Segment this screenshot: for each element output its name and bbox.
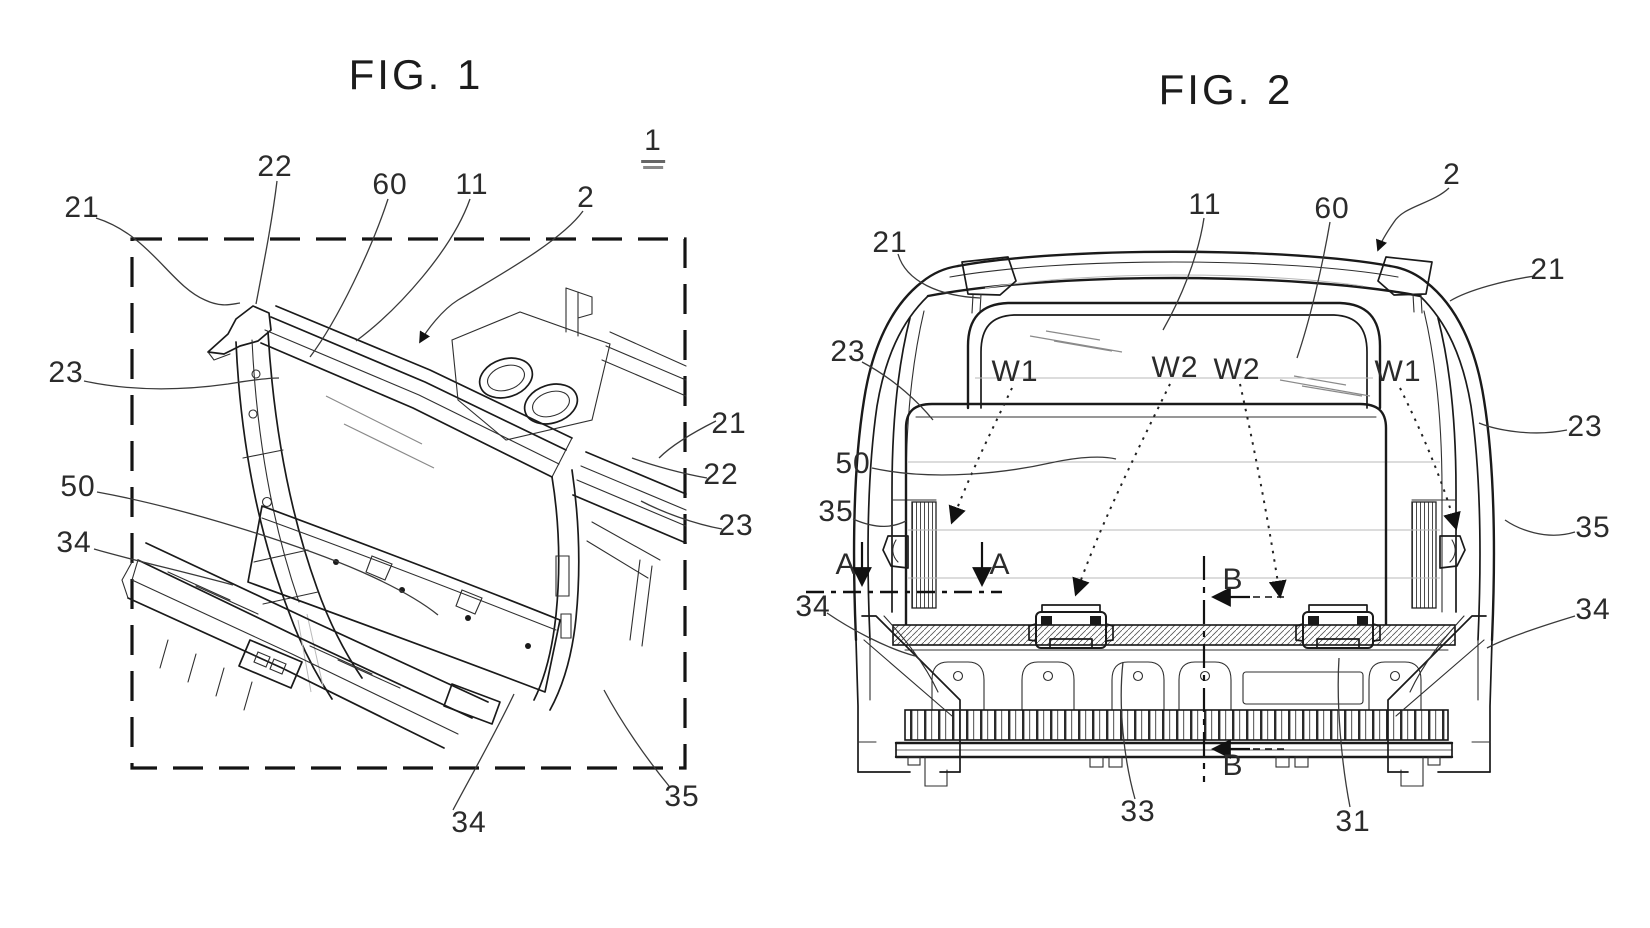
fig2-ref-50: 50 [835, 447, 871, 480]
fig1-leader-lines [83, 180, 723, 811]
fig2-section-a-right: A [989, 548, 1011, 581]
fig2-section-b-top: B [1222, 563, 1244, 596]
fig2-section-a-left: A [835, 548, 857, 581]
fig1-drawing [83, 180, 723, 811]
fig2-ref-21-left: 21 [872, 226, 908, 259]
fig1-ref-21-topleft: 21 [64, 191, 100, 224]
fig2-ref-31: 31 [1335, 805, 1371, 838]
fig2-ref-w1-right: W1 [1374, 355, 1422, 388]
fig2-leader-lines [826, 187, 1576, 808]
fig1-ref-60-top: 60 [372, 168, 408, 201]
fig2-mount-feet [907, 756, 1441, 787]
fig2-mounting-clamps [1028, 604, 1381, 649]
fig2-ref-33: 33 [1120, 795, 1156, 828]
fig2-ref-2: 2 [1443, 158, 1461, 191]
assembly-underline-1 [641, 160, 665, 163]
fig2-ref-23-left: 23 [830, 335, 866, 368]
fig1-ref-50-left: 50 [60, 470, 96, 503]
fig2-ref-21-right: 21 [1530, 253, 1566, 286]
fig1-ref-2-top: 2 [577, 181, 595, 214]
fig2-section-b-bottom: B [1222, 749, 1244, 782]
fig1-title: FIG. 1 [348, 51, 484, 98]
fig2-wheel-arch-left [855, 615, 961, 773]
fig2-back-panel [904, 402, 1388, 627]
fig1-ref-34-bottom: 34 [451, 806, 487, 839]
fig2-corner-pillars [882, 310, 1466, 613]
fig1-rear-pillar [533, 469, 580, 711]
fig2-drawing [806, 187, 1576, 808]
fig1-floor-structure [121, 542, 501, 749]
fig2-ref-60: 60 [1314, 192, 1350, 225]
fig1-assembly-ref-1-text: 1 [644, 124, 662, 157]
fig2-ref-11: 11 [1188, 188, 1222, 221]
fig1-back-panel [247, 505, 561, 693]
fig2-ref-34-right: 34 [1575, 593, 1611, 626]
fig1-boundary-box [130, 237, 687, 770]
fig1-side-sill-rails [572, 451, 687, 647]
fig1-ref-23-right: 23 [718, 509, 754, 542]
fig1-ref-22-right: 22 [703, 458, 739, 491]
fig1-ref-22-top: 22 [257, 150, 293, 183]
fig1-cowl-panel [451, 287, 687, 441]
fig1-ref-21-right: 21 [711, 407, 747, 440]
fig1-ref-11-top: 11 [455, 168, 489, 201]
fig1-ref-35-bottom: 35 [664, 780, 700, 813]
fig2-title: FIG. 2 [1158, 66, 1294, 113]
fig2-ref-35-left: 35 [818, 495, 854, 528]
fig2-ref-23-right: 23 [1567, 410, 1603, 443]
fig1-pillar-structure [207, 305, 363, 700]
fig1-ref-34-left: 34 [56, 526, 92, 559]
fig2-section-lines [806, 542, 1284, 782]
fig2-ref-w1-left: W1 [991, 355, 1039, 388]
fig2-ref-w2-right: W2 [1213, 353, 1261, 386]
fig2-ref-w2-left: W2 [1151, 351, 1199, 384]
fig1-roof-header-rails [260, 305, 573, 478]
fig2-ref-35-right: 35 [1575, 511, 1611, 544]
fig2-ref-34-left: 34 [795, 590, 831, 623]
fig2-wheel-arch-right [1387, 615, 1493, 773]
fig1-assembly-ref-1: 1 [641, 124, 665, 169]
fig2-deck-structure [892, 624, 1456, 787]
fig2-width-leaders [948, 383, 1461, 599]
assembly-underline-2 [643, 166, 663, 169]
fig1-ref-23-left: 23 [48, 356, 84, 389]
